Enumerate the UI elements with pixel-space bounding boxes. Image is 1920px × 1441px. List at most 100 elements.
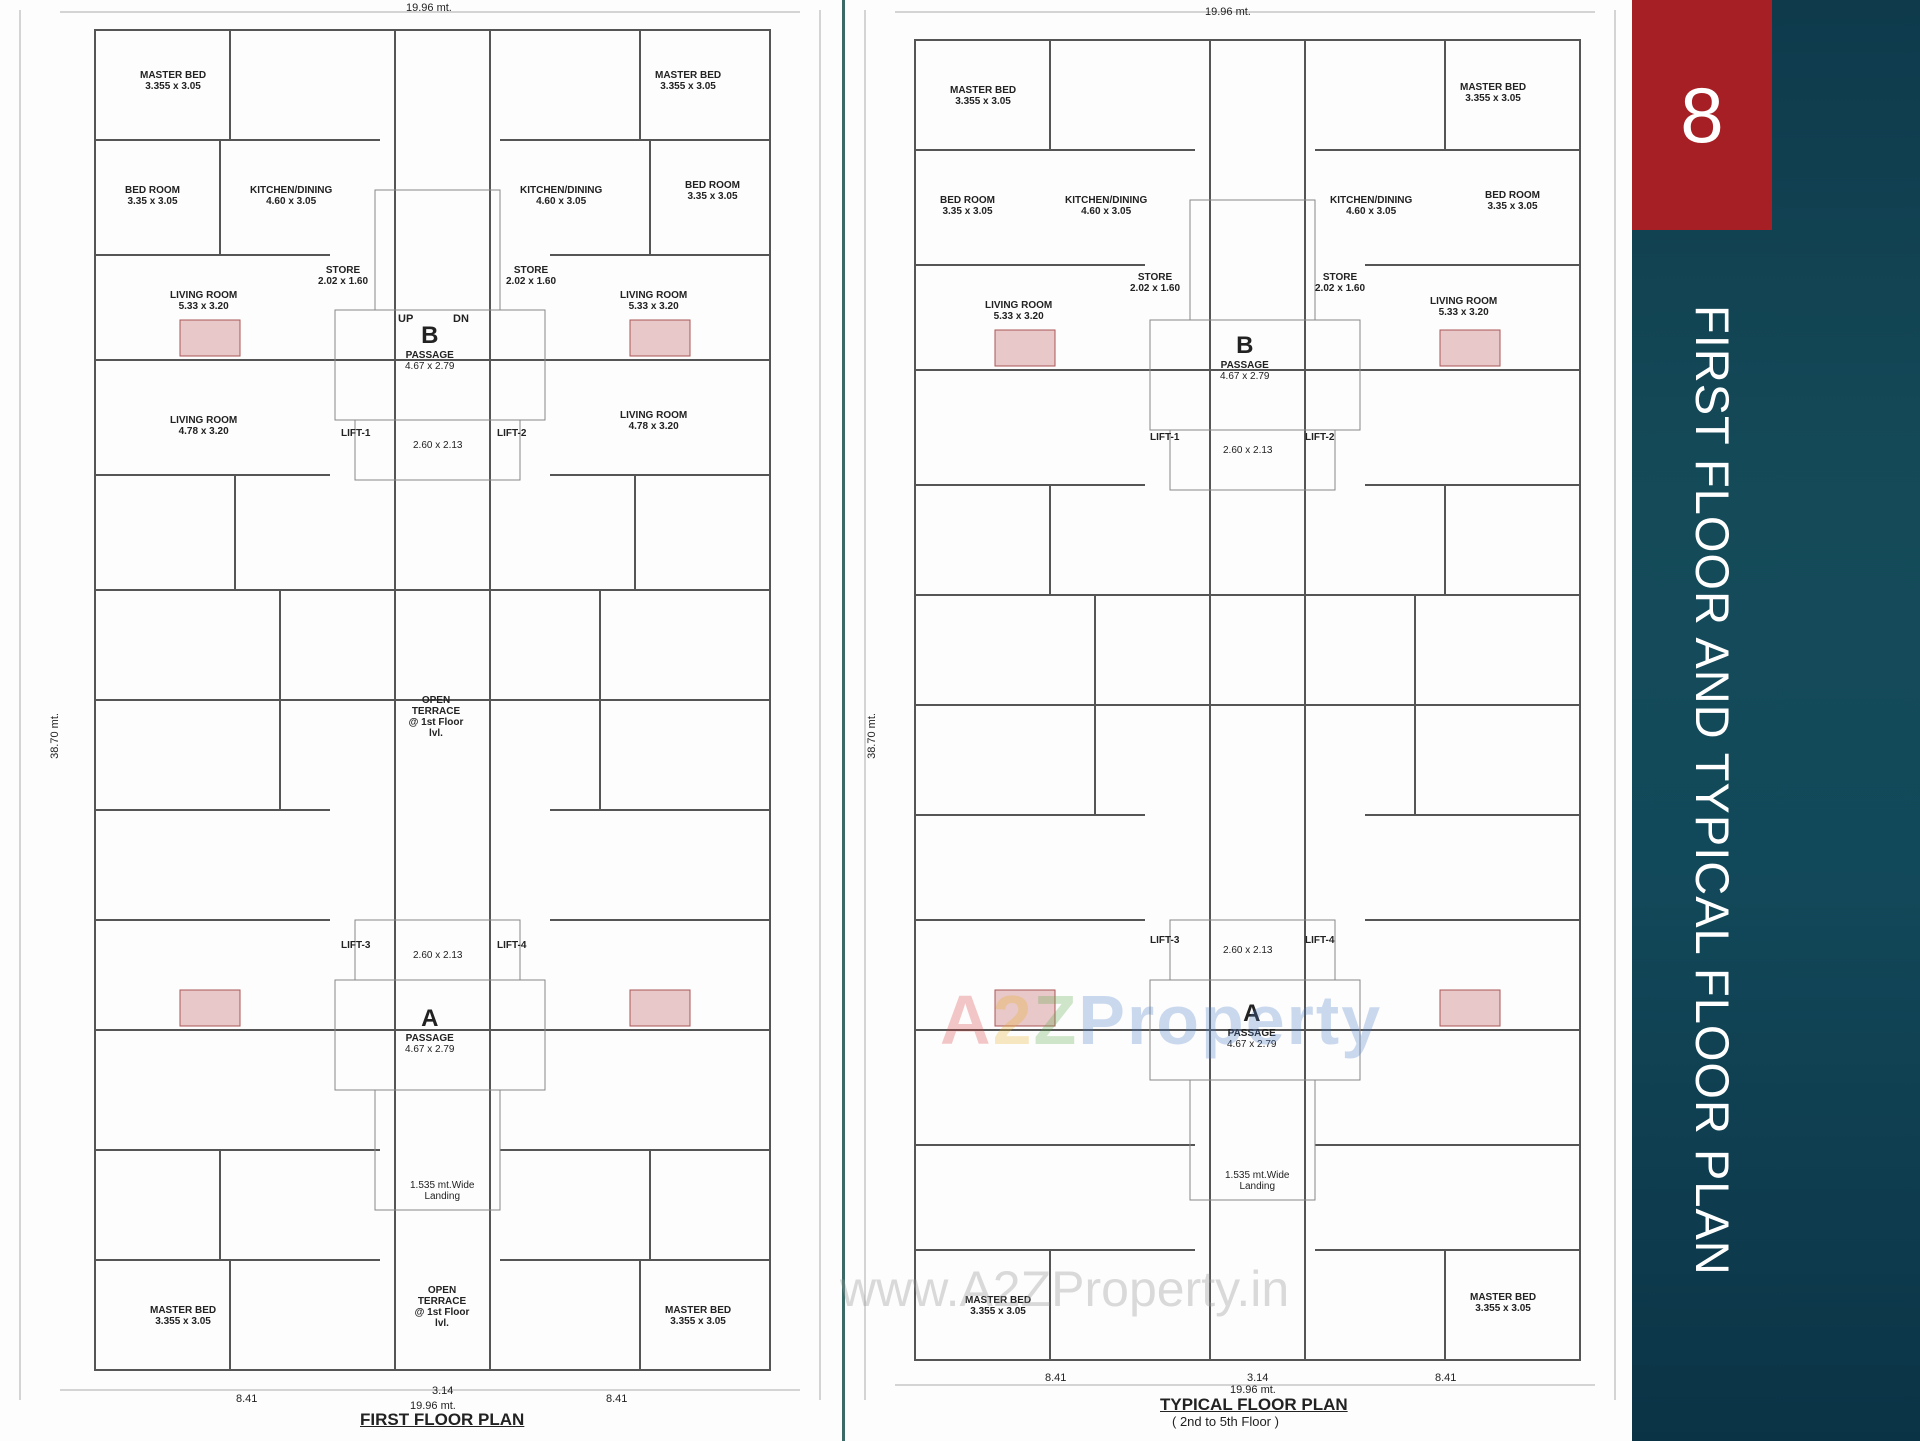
typical-lobby-a: 2.60 x 2.13	[1223, 945, 1273, 956]
first-bed-room-2: BED ROOM 3.35 x 3.05	[685, 180, 740, 202]
typical-block-a: A PASSAGE 4.67 x 2.79	[1227, 1000, 1276, 1050]
typical-bed-room-1: BED ROOM 3.35 x 3.05	[940, 195, 995, 217]
first-kitchen-2: KITCHEN/DINING 4.60 x 3.05	[520, 185, 602, 207]
room-dim: 3.355 x 3.05	[670, 1316, 726, 1327]
typical-lift-4: LIFT-4	[1305, 935, 1335, 946]
passage-label: PASSAGE	[1220, 360, 1269, 371]
first-half-width-a: 8.41	[236, 1393, 258, 1405]
watermark-a: A	[940, 981, 993, 1059]
room-dim: 5.33 x 3.20	[628, 301, 679, 312]
room-dim: 3.355 x 3.05	[970, 1306, 1026, 1317]
passage-dim: 4.67 x 2.79	[1227, 1039, 1277, 1050]
room-label: STORE	[1322, 272, 1358, 283]
room-label: BED ROOM	[940, 195, 995, 206]
room-dim: 3.355 x 3.05	[155, 1316, 211, 1327]
room-label: MASTER BED	[665, 1305, 732, 1316]
room-label: LIVING ROOM	[170, 415, 238, 426]
typical-living-2: LIVING ROOM 5.33 x 3.20	[1430, 296, 1497, 318]
room-label: KITCHEN/DINING	[250, 185, 333, 196]
room-dim: 3.355 x 3.05	[145, 81, 201, 92]
typical-floor-title: TYPICAL FLOOR PLAN	[1160, 1395, 1348, 1414]
room-label: MASTER BED	[1460, 82, 1527, 93]
typical-bed-room-2: BED ROOM 3.35 x 3.05	[1485, 190, 1540, 212]
first-store-2: STORE 2.02 x 1.60	[506, 265, 556, 287]
room-label: LIVING ROOM	[985, 300, 1053, 311]
first-bed-room-1: BED ROOM 3.35 x 3.05	[125, 185, 180, 207]
typical-lift-1: LIFT-1	[1150, 432, 1180, 443]
first-lobby-b: 2.60 x 2.13	[413, 440, 463, 451]
room-dim: 3.355 x 3.05	[1475, 1303, 1531, 1314]
block-letter: B	[421, 322, 439, 349]
passage-dim: 4.67 x 2.79	[405, 1044, 455, 1055]
first-open-terrace-2: OPEN TERRACE @ 1st Floor lvl.	[414, 1285, 470, 1329]
room-label: STORE	[1137, 272, 1173, 283]
room-label: LIVING ROOM	[620, 410, 688, 421]
typical-floor-subtitle: ( 2nd to 5th Floor )	[1172, 1414, 1279, 1429]
typical-master-bed-3: MASTER BED 3.355 x 3.05	[965, 1295, 1031, 1317]
typical-master-bed-1: MASTER BED 3.355 x 3.05	[950, 85, 1016, 107]
first-block-a: A PASSAGE 4.67 x 2.79	[405, 1005, 454, 1055]
typical-total-width-bottom: 19.96 mt.	[1230, 1384, 1276, 1396]
slide-number: 8	[1632, 0, 1772, 230]
room-dim: 5.33 x 3.20	[1438, 307, 1489, 318]
room-dim: 2.02 x 1.60	[1315, 283, 1366, 294]
first-floor-drawing	[19, 10, 821, 1400]
room-dim: 3.35 x 3.05	[687, 191, 738, 202]
room-label: BED ROOM	[685, 180, 740, 191]
room-dim: 3.35 x 3.05	[942, 206, 993, 217]
room-dim: 4.78 x 3.20	[628, 421, 679, 432]
first-block-b: B PASSAGE 4.67 x 2.79	[405, 322, 454, 372]
watermark-2: 2	[992, 981, 1034, 1059]
room-label: MASTER BED	[950, 85, 1017, 96]
plan-divider	[842, 0, 845, 1441]
room-dim: 3.35 x 3.05	[1487, 201, 1538, 212]
landing-dim: 1.535 mt.Wide	[1225, 1170, 1290, 1181]
room-label: BED ROOM	[1485, 190, 1540, 201]
typical-lobby-b: 2.60 x 2.13	[1223, 445, 1273, 456]
typical-store-1: STORE 2.02 x 1.60	[1130, 272, 1180, 294]
typical-total-length: 38.70 mt.	[865, 713, 878, 759]
room-label: LIVING ROOM	[620, 290, 688, 301]
typical-core-width: 3.14	[1247, 1372, 1269, 1384]
typical-floor-plan: 19.96 mt. 8.41 8.41 3.14 19.96 mt. 38.70…	[845, 0, 1632, 1441]
first-living-2: LIVING ROOM 5.33 x 3.20	[620, 290, 687, 312]
first-floor-plan: 19.96 mt. 8.41 8.41 3.14 19.96 mt. 38.70…	[0, 0, 842, 1441]
typical-floor-drawing	[864, 10, 1616, 1400]
room-label: LIVING ROOM	[1430, 296, 1498, 307]
room-dim: 4.60 x 3.05	[1081, 206, 1132, 217]
first-master-bed-1: MASTER BED 3.355 x 3.05	[140, 70, 206, 92]
first-total-length: 38.70 mt.	[48, 713, 61, 759]
room-label: MASTER BED	[1470, 1292, 1537, 1303]
first-open-terrace-1: OPEN TERRACE @ 1st Floor lvl.	[408, 695, 464, 739]
room-dim: 3.355 x 3.05	[660, 81, 716, 92]
first-dn: DN	[453, 313, 469, 325]
typical-master-bed-2: MASTER BED 3.355 x 3.05	[1460, 82, 1526, 104]
typical-kitchen-2: KITCHEN/DINING 4.60 x 3.05	[1330, 195, 1412, 217]
first-landing: 1.535 mt.Wide Landing	[410, 1180, 474, 1202]
passage-label: PASSAGE	[1227, 1028, 1276, 1039]
brand-watermark: A2ZProperty	[940, 980, 1382, 1060]
room-label: BED ROOM	[125, 185, 180, 196]
landing-dim: 1.535 mt.Wide	[410, 1180, 475, 1191]
typical-living-1: LIVING ROOM 5.33 x 3.20	[985, 300, 1052, 322]
room-label: LIVING ROOM	[170, 290, 238, 301]
first-lift-3: LIFT-3	[341, 940, 371, 951]
typical-block-b: B PASSAGE 4.67 x 2.79	[1220, 332, 1269, 382]
first-lobby-a: 2.60 x 2.13	[413, 950, 463, 961]
typical-kitchen-1: KITCHEN/DINING 4.60 x 3.05	[1065, 195, 1147, 217]
room-label: MASTER BED	[140, 70, 207, 81]
block-letter: A	[421, 1005, 439, 1032]
first-lift-2: LIFT-2	[497, 428, 527, 439]
typical-lift-3: LIFT-3	[1150, 935, 1180, 946]
room-dim: 2.02 x 1.60	[506, 276, 557, 287]
room-label: STORE	[513, 265, 549, 276]
first-lift-4: LIFT-4	[497, 940, 527, 951]
room-label: KITCHEN/DINING	[520, 185, 603, 196]
watermark-z: Z	[1033, 981, 1079, 1059]
first-core-width: 3.14	[432, 1385, 454, 1397]
room-dim: 4.60 x 3.05	[536, 196, 587, 207]
first-master-bed-2: MASTER BED 3.355 x 3.05	[655, 70, 721, 92]
first-total-width: 19.96 mt.	[406, 2, 452, 14]
typical-total-width: 19.96 mt.	[1205, 6, 1251, 18]
block-letter: B	[1236, 332, 1254, 359]
